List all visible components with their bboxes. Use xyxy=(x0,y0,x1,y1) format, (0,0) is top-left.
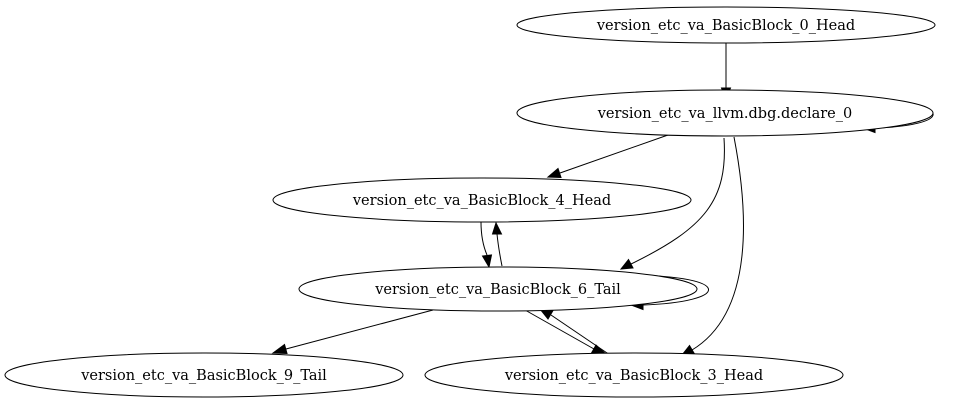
node-bb4-head[interactable]: version_etc_va_BasicBlock_4_Head xyxy=(272,177,692,223)
edge-dbg-declare-to-bb6-tail xyxy=(619,137,725,270)
node-label: version_etc_va_BasicBlock_9_Tail xyxy=(80,368,327,384)
node-label: version_etc_va_BasicBlock_6_Tail xyxy=(374,282,621,298)
node-ellipse xyxy=(516,89,934,137)
edge-bb3-head-to-bb6-tail xyxy=(538,308,611,356)
node-bb0-head[interactable]: version_etc_va_BasicBlock_0_Head xyxy=(516,6,936,44)
edge-bb4-head-to-bb6-tail xyxy=(480,221,493,269)
edge-bb6-tail-to-bb4-head xyxy=(491,221,503,267)
node-ellipse xyxy=(272,177,692,223)
nodes: version_etc_va_BasicBlock_0_Head version… xyxy=(4,6,936,398)
node-dbg-declare[interactable]: version_etc_va_llvm.dbg.declare_0 xyxy=(516,89,934,137)
node-ellipse xyxy=(516,6,936,44)
node-label: version_etc_va_llvm.dbg.declare_0 xyxy=(597,106,853,122)
node-ellipse xyxy=(424,352,844,398)
node-ellipse xyxy=(4,352,404,398)
edge-bb6-tail-to-bb3-head xyxy=(524,309,610,357)
node-label: version_etc_va_BasicBlock_0_Head xyxy=(596,18,855,34)
node-label: version_etc_va_BasicBlock_3_Head xyxy=(504,368,763,384)
edge-bb6-tail-to-bb9-tail xyxy=(271,309,434,355)
edge-dbg-declare-to-bb3-head xyxy=(680,136,744,356)
node-ellipse xyxy=(298,266,698,312)
node-bb3-head[interactable]: version_etc_va_BasicBlock_3_Head xyxy=(424,352,844,398)
node-bb6-tail[interactable]: version_etc_va_BasicBlock_6_Tail xyxy=(298,266,698,312)
edge-dbg-declare-to-bb4-head xyxy=(546,134,669,179)
node-bb9-tail[interactable]: version_etc_va_BasicBlock_9_Tail xyxy=(4,352,404,398)
node-label: version_etc_va_BasicBlock_4_Head xyxy=(352,193,611,209)
